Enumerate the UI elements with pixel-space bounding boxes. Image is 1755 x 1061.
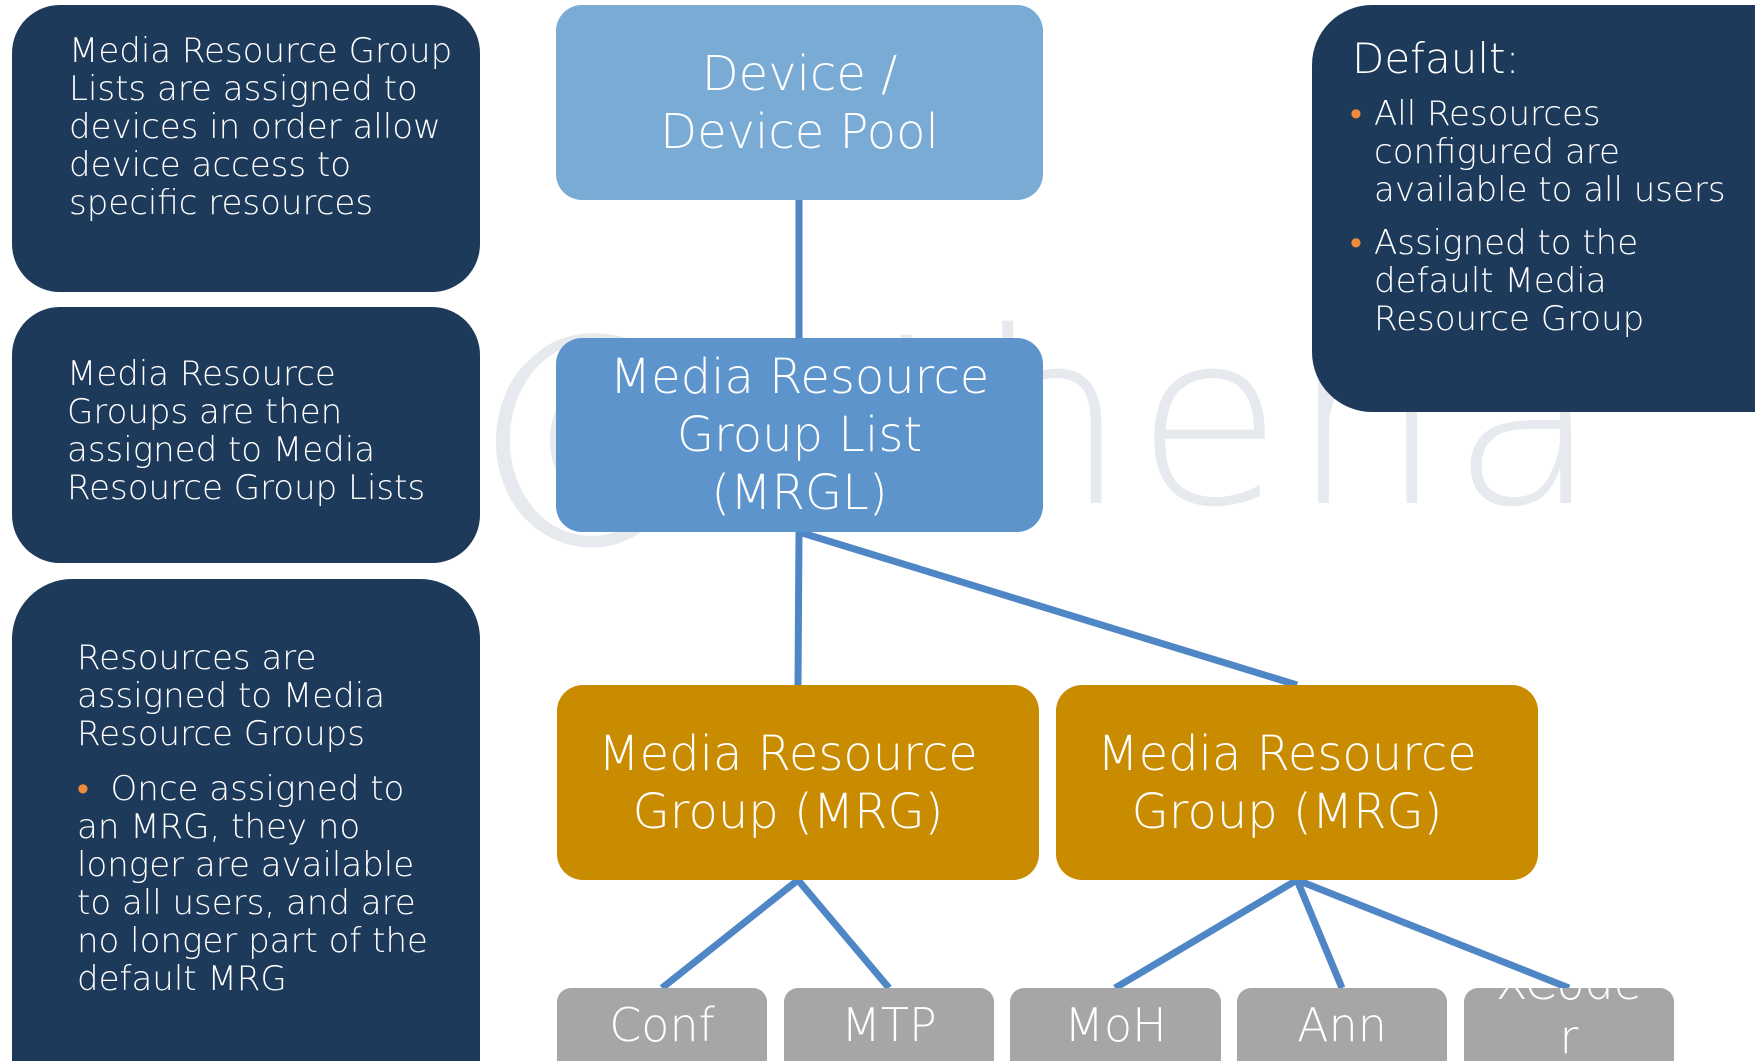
note-mrg-assignment: Media Resource Groups are then assigned … xyxy=(12,307,480,563)
resource-ann-label: Ann xyxy=(1297,997,1387,1052)
note-default-item: • All Resources configured are available … xyxy=(1350,95,1730,209)
bullet-icon: • xyxy=(1350,223,1362,263)
connector-mrgl-mrg2 xyxy=(797,528,1299,689)
note-resource-bullet: • Once assigned to an MRG, they no longe… xyxy=(77,770,457,998)
note-mrgl-assignment-text: Media Resource Group Lists are assigned … xyxy=(69,31,453,223)
resource-conf: Conf xyxy=(557,988,767,1061)
node-device-pool-label: Device / Device Pool xyxy=(660,45,939,160)
note-default-item-text: All Resources configured are available t… xyxy=(1374,94,1726,210)
note-resource-assignment-text: Resources are assigned to Media Resource… xyxy=(77,638,386,754)
note-resource-assignment: Resources are assigned to Media Resource… xyxy=(12,579,480,1061)
node-mrg-2: Media Resource Group (MRG) xyxy=(1056,685,1538,880)
bullet-icon: • xyxy=(1350,94,1362,134)
note-default: Default: • All Resources configured are a… xyxy=(1312,5,1755,412)
resource-moh: MoH xyxy=(1010,988,1221,1061)
connector-mrg2-xcoder xyxy=(1295,876,1571,992)
bullet-icon: • xyxy=(77,769,111,809)
note-mrg-assignment-text: Media Resource Groups are then assigned … xyxy=(67,354,426,508)
connector-mrgl-mrg1 xyxy=(794,531,803,686)
note-default-title: Default: xyxy=(1352,34,1520,83)
node-mrgl-label: Media Resource Group List (MRGL) xyxy=(609,349,990,521)
note-default-list: • All Resources configured are available … xyxy=(1350,95,1730,338)
connector-mrg2-ann xyxy=(1293,878,1346,990)
resource-conf-label: Conf xyxy=(609,997,715,1052)
connector-mrg2-moh xyxy=(1113,876,1299,992)
resource-mtp: MTP xyxy=(784,988,994,1061)
node-mrg-1: Media Resource Group (MRG) xyxy=(557,685,1039,880)
node-mrg-1-label: Media Resource Group (MRG) xyxy=(598,725,978,840)
note-mrgl-assignment: Media Resource Group Lists are assigned … xyxy=(12,5,480,292)
resource-mtp-label: MTP xyxy=(841,997,937,1052)
resource-moh-label: MoH xyxy=(1064,997,1167,1052)
resource-xcoder: XCoder xyxy=(1464,988,1674,1061)
note-default-item: • Assigned to the default Media Resource … xyxy=(1350,224,1730,338)
resource-ann: Ann xyxy=(1237,988,1447,1061)
connector-mrg1-mtp xyxy=(795,877,892,991)
node-mrg-2-label: Media Resource Group (MRG) xyxy=(1097,725,1477,840)
note-default-item-text: Assigned to the default Media Resource G… xyxy=(1374,223,1645,339)
node-mrgl: Media Resource Group List (MRGL) xyxy=(556,338,1043,532)
note-resource-bullet-text: Once assigned to an MRG, they no longer … xyxy=(77,769,428,999)
connector-mrg1-conf xyxy=(659,877,801,991)
resource-xcoder-label: XCoder xyxy=(1496,988,1642,1061)
node-device-pool: Device / Device Pool xyxy=(556,5,1043,200)
